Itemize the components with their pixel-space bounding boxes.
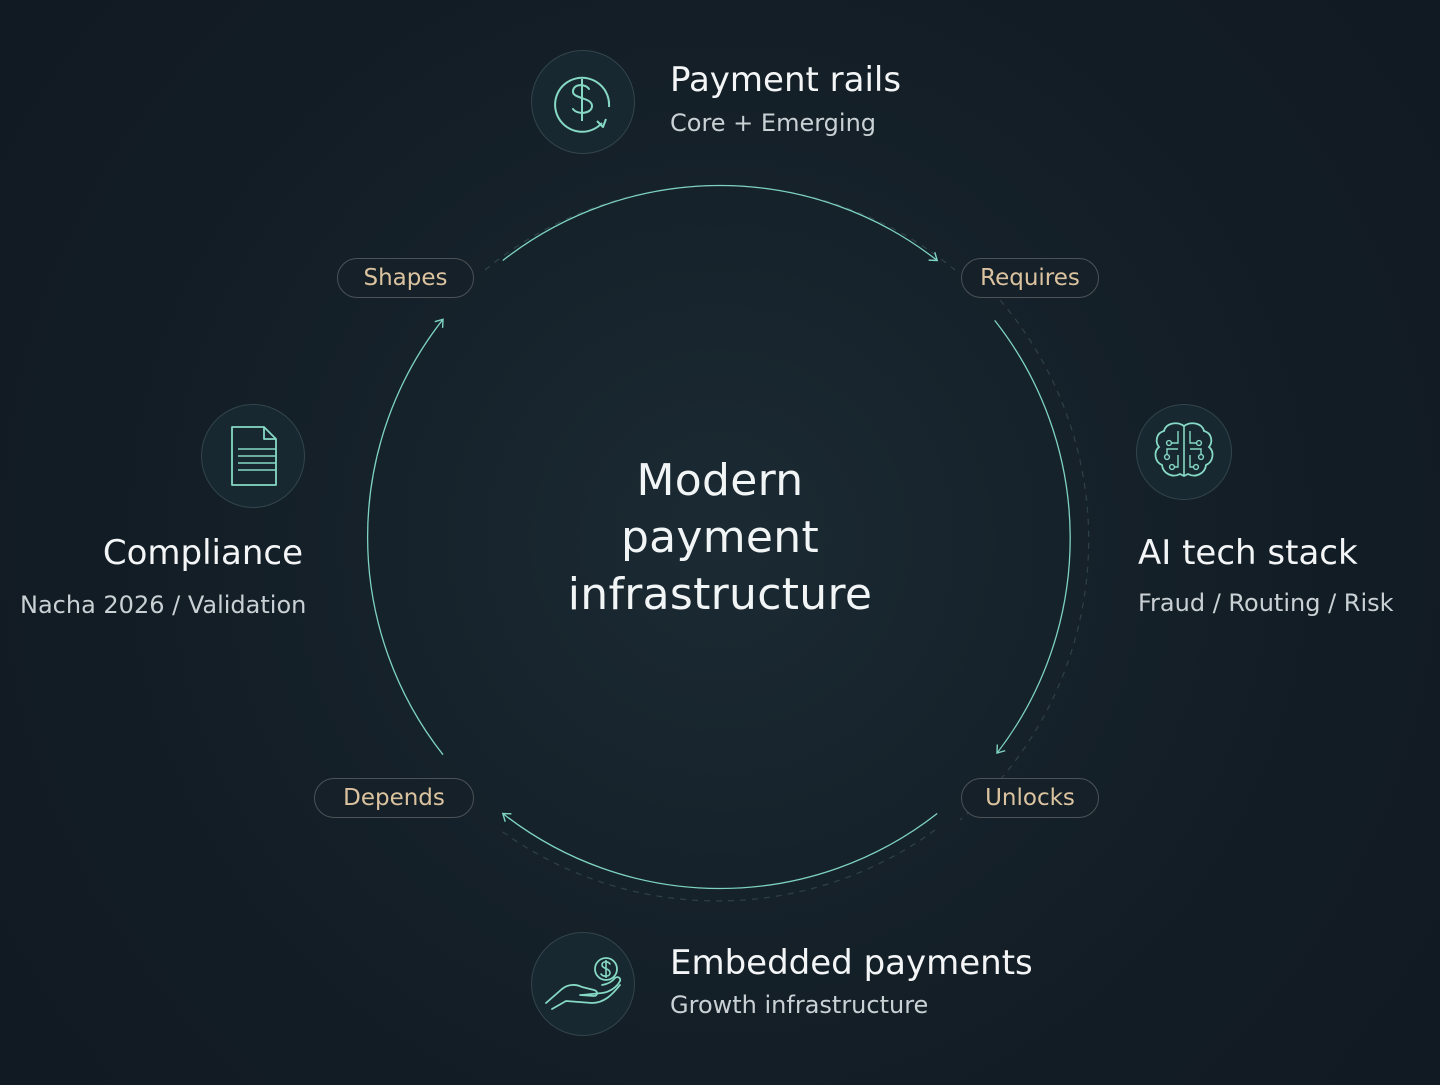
payment-rails-title: Payment rails <box>670 60 902 100</box>
connector-requires-pill: Requires <box>961 258 1099 298</box>
dashed-ring-right <box>959 299 1090 821</box>
payment-rails-subtitle: Core + Emerging <box>670 109 877 137</box>
connector-shapes-pill: Shapes <box>337 258 474 298</box>
center-title: Modern payment infrastructure <box>520 452 920 623</box>
connector-depends-pill: Depends <box>314 778 474 818</box>
brain-circuit-icon <box>1154 422 1214 478</box>
compliance-subtitle: Nacha 2026 / Validation <box>20 591 307 619</box>
dashed-ring-bottom <box>499 829 936 902</box>
dollar-cycle-icon <box>554 76 611 133</box>
embedded-payments-subtitle: Growth infrastructure <box>670 991 929 1019</box>
dashed-ring-top <box>484 184 956 271</box>
ai-tech-stack-title: AI tech stack <box>1138 533 1358 573</box>
center-title-line-3: infrastructure <box>567 569 873 620</box>
arc-depends-to-shapes <box>367 318 444 756</box>
payment-rails-icon-badge <box>531 50 635 154</box>
center-title-line-2: payment <box>620 512 820 563</box>
arc-requires-to-unlocks <box>994 319 1071 755</box>
document-icon <box>231 426 277 486</box>
compliance-title: Compliance <box>102 533 303 573</box>
embedded-payments-icon-badge <box>531 932 635 1036</box>
arc-shapes-to-requires <box>502 184 939 262</box>
ai-tech-stack-subtitle: Fraud / Routing / Risk <box>1138 589 1394 617</box>
hand-coin-icon <box>545 957 622 1010</box>
compliance-icon-badge <box>201 404 305 508</box>
embedded-payments-title: Embedded payments <box>670 943 1033 983</box>
ai-tech-stack-icon-badge <box>1136 404 1232 500</box>
connector-unlocks-pill: Unlocks <box>961 778 1099 818</box>
arc-unlocks-to-depends <box>501 812 938 890</box>
center-title-line-1: Modern <box>636 455 804 506</box>
